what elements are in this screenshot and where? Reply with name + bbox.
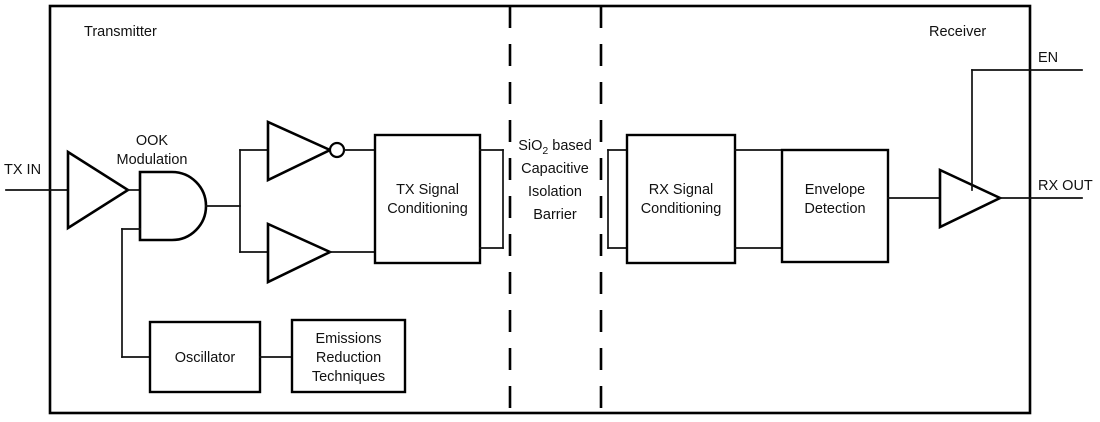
barrier-sio2-suffix: based: [548, 138, 592, 154]
barrier-text-line-4: Barrier: [533, 207, 577, 223]
tx-signal-conditioning-line-2: Conditioning: [387, 201, 468, 217]
emissions-reduction-line-3: Techniques: [312, 369, 385, 385]
buffer-gate: [266, 221, 334, 285]
chip-boundary: [48, 4, 1032, 415]
en-label: EN: [1038, 50, 1058, 66]
barrier-sio2-prefix: SiO: [518, 138, 542, 154]
rx-out-label: RX OUT: [1038, 178, 1093, 194]
barrier-sio2-subscript: 2: [542, 145, 548, 157]
receiver-label: Receiver: [929, 24, 986, 40]
emissions-reduction-line-2: Reduction: [316, 350, 381, 366]
barrier-text-line-3: Isolation: [528, 184, 582, 200]
ook-modulation-line-1: OOK: [136, 133, 169, 149]
output-buffer-gate: [938, 167, 1004, 230]
emissions-reduction-line-1: Emissions: [315, 331, 381, 347]
barrier-text-line-2: Capacitive: [521, 161, 589, 177]
emissions-reduction-block: [290, 318, 407, 394]
rx-signal-conditioning-block: [625, 133, 737, 265]
envelope-detection-line-2: Detection: [804, 201, 865, 217]
rx-signal-conditioning-line-1: RX Signal: [649, 182, 713, 198]
oscillator-block: [148, 320, 262, 394]
tx-in-label: TX IN: [4, 162, 41, 178]
inverter-gate: [266, 119, 334, 183]
tx-signal-conditioning-line-1: TX Signal: [396, 182, 459, 198]
envelope-detection-line-1: Envelope: [805, 182, 865, 198]
inverter-bubble-icon: [328, 141, 346, 159]
input-buffer-gate: [66, 149, 131, 231]
barrier-text-line-1: SiO2 based: [518, 138, 592, 157]
envelope-detection-block: [780, 148, 890, 264]
oscillator-label: Oscillator: [175, 350, 236, 366]
tx-signal-conditioning-block: [373, 133, 482, 265]
and-gate: [138, 170, 208, 242]
ook-modulation-line-2: Modulation: [117, 152, 188, 168]
rx-signal-conditioning-line-2: Conditioning: [641, 201, 722, 217]
transmitter-label: Transmitter: [84, 24, 157, 40]
